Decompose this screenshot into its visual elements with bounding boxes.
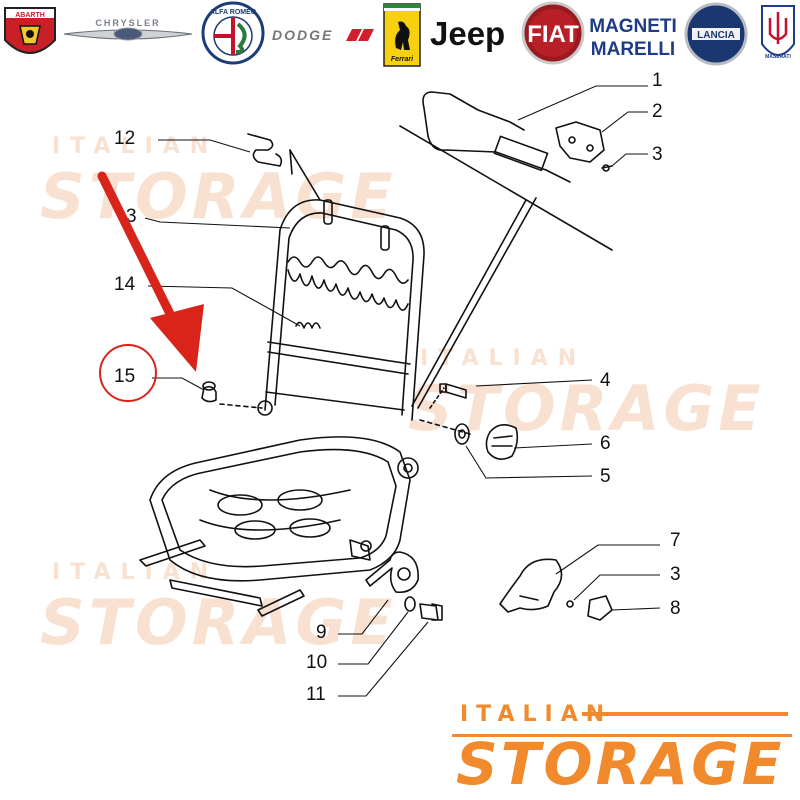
callout-7: 7: [670, 530, 681, 551]
highlight-arrow: [97, 171, 204, 372]
fiat-logo: FIAT: [521, 1, 585, 65]
brand-italian-text: ITALIAN: [460, 702, 613, 727]
part-6-knob: [485, 424, 519, 460]
recline-hinge-right: [397, 457, 419, 479]
callout-6: 6: [600, 433, 611, 454]
fiat-logo-text: FIAT: [527, 21, 579, 48]
jeep-logo: Jeep: [430, 15, 505, 52]
watermark-italian-3: ITALIAN: [52, 560, 219, 585]
callout-3-left: 3: [126, 206, 137, 227]
leader-lines: [144, 85, 661, 697]
callout-12: 12: [114, 128, 135, 149]
brand-line-top: [582, 712, 788, 716]
callout-3-bottom: 3: [670, 564, 681, 585]
abarth-logo: ABARTH: [4, 7, 56, 54]
part-2-bracket: [555, 121, 605, 163]
callout-5: 5: [600, 466, 611, 487]
marelli-logo-text: MARELLI: [591, 39, 675, 60]
alfa-romeo-logo-text: ALFA ROMEO: [210, 9, 257, 16]
backrest-spring: [287, 256, 409, 284]
ferrari-logo-text: Ferrari: [391, 56, 414, 63]
ferrari-logo: Ferrari: [383, 3, 421, 67]
seat-adjuster-block: [349, 539, 371, 561]
recline-hinge-left: [257, 400, 273, 416]
chrysler-logo: CHRYSLER: [63, 18, 193, 41]
callout-10: 10: [306, 652, 327, 673]
watermark-storage-3: STORAGE: [40, 586, 397, 659]
headrest-posts: [323, 199, 390, 251]
part-7-lever-cover: [499, 558, 563, 613]
magneti-marelli-logo: MAGNETI MARELLI: [589, 16, 677, 60]
watermark-italian-1: ITALIAN: [52, 134, 219, 159]
callout-1: 1: [652, 70, 663, 91]
seat-base-frame: [149, 436, 411, 582]
part-15-plug: [201, 385, 217, 403]
part-10-washer: [404, 596, 416, 612]
lancia-logo: LANCIA: [684, 2, 748, 66]
backrest-frame: [264, 199, 425, 421]
magneti-logo-text: MAGNETI: [589, 16, 677, 37]
brand-storage-text: STORAGE: [456, 730, 785, 798]
dodge-logo-text: DODGE: [272, 27, 333, 43]
seat-slide-rails: [139, 539, 305, 617]
brand-logo-bar: ABARTH CHRYSLER ALFA ROMEO DODGE: [4, 1, 795, 67]
lancia-logo-text: LANCIA: [697, 30, 735, 41]
part-9-lever-handle: [365, 551, 419, 594]
part-5-washer: [454, 423, 470, 445]
callout-14: 14: [114, 274, 136, 295]
part-4-bolt: [445, 383, 467, 399]
callout-8: 8: [670, 598, 681, 619]
dodge-logo: DODGE: [272, 27, 374, 43]
callout-11: 11: [306, 684, 326, 705]
italian-storage-logo: ITALIAN STORAGE: [452, 700, 792, 800]
watermark-storage-1: STORAGE: [40, 160, 397, 233]
maserati-logo-text: MASERATI: [765, 54, 791, 60]
part-11-bolt: [419, 603, 443, 621]
callout-9: 9: [316, 622, 327, 643]
maserati-logo: MASERATI: [761, 5, 795, 60]
part-3-screw-bottom: [566, 600, 574, 608]
coil-spring: [295, 321, 321, 329]
callout-15: 15: [114, 366, 135, 387]
chrysler-logo-text: CHRYSLER: [95, 18, 160, 28]
part-1-recline-cable: [422, 91, 547, 171]
part-12-clip: [247, 133, 283, 167]
brand-line-mid: [452, 734, 792, 737]
callout-3-top: 3: [652, 144, 663, 165]
alfa-romeo-logo: ALFA ROMEO: [201, 1, 265, 65]
callout-4: 4: [600, 370, 611, 391]
part-8-knob-cap: [587, 595, 613, 621]
abarth-logo-text: ABARTH: [15, 12, 45, 19]
highlight-circle: [99, 344, 157, 402]
callout-2: 2: [652, 101, 663, 122]
